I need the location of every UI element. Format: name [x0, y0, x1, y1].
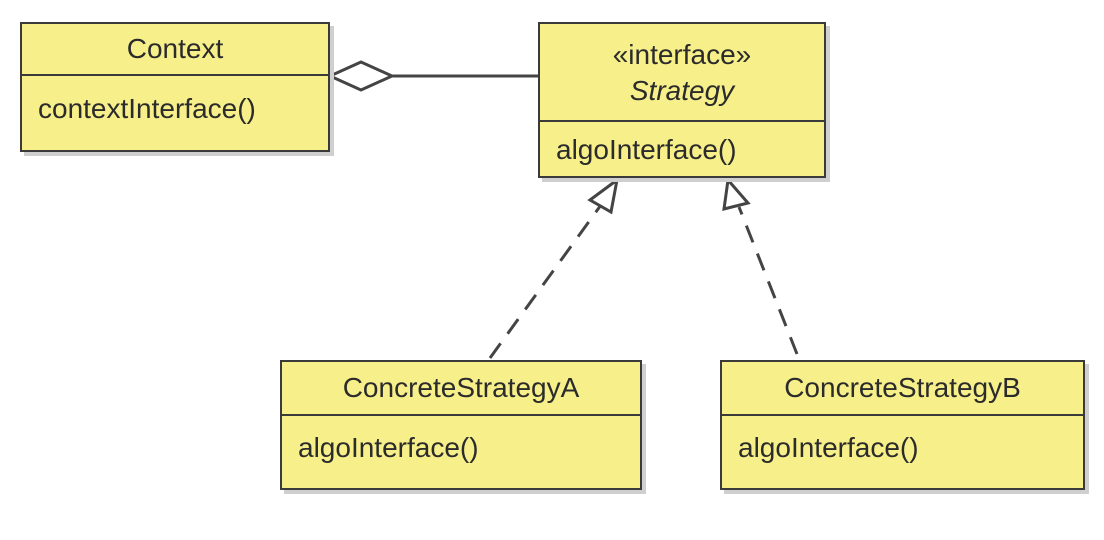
- realization-line-b: [737, 206, 799, 355]
- class-name-concrete-b: ConcreteStrategyB: [722, 362, 1083, 416]
- class-concrete-strategy-b[interactable]: ConcreteStrategyB algoInterface(): [720, 360, 1085, 490]
- realization-arrowhead-a: [587, 176, 620, 215]
- operation-concrete-a: algoInterface(): [298, 432, 479, 463]
- interface-header: «interface» Strategy: [540, 24, 824, 122]
- class-name-strategy: Strategy: [629, 75, 735, 106]
- operation-concrete-b: algoInterface(): [738, 432, 919, 463]
- operation-context-interface: contextInterface(): [38, 93, 256, 124]
- operation-algo-interface: algoInterface(): [556, 134, 737, 165]
- class-concrete-strategy-a[interactable]: ConcreteStrategyA algoInterface(): [280, 360, 642, 490]
- class-name-concrete-a: ConcreteStrategyA: [282, 362, 640, 416]
- class-context[interactable]: Context contextInterface(): [20, 22, 330, 152]
- stereotype-label: «interface»: [612, 39, 752, 70]
- interface-strategy[interactable]: «interface» Strategy algoInterface(): [538, 22, 826, 178]
- realization-line-a: [488, 204, 603, 359]
- aggregation-diamond: [326, 60, 396, 92]
- class-name-context: Context: [22, 24, 328, 76]
- realization-arrowhead-b: [722, 176, 751, 211]
